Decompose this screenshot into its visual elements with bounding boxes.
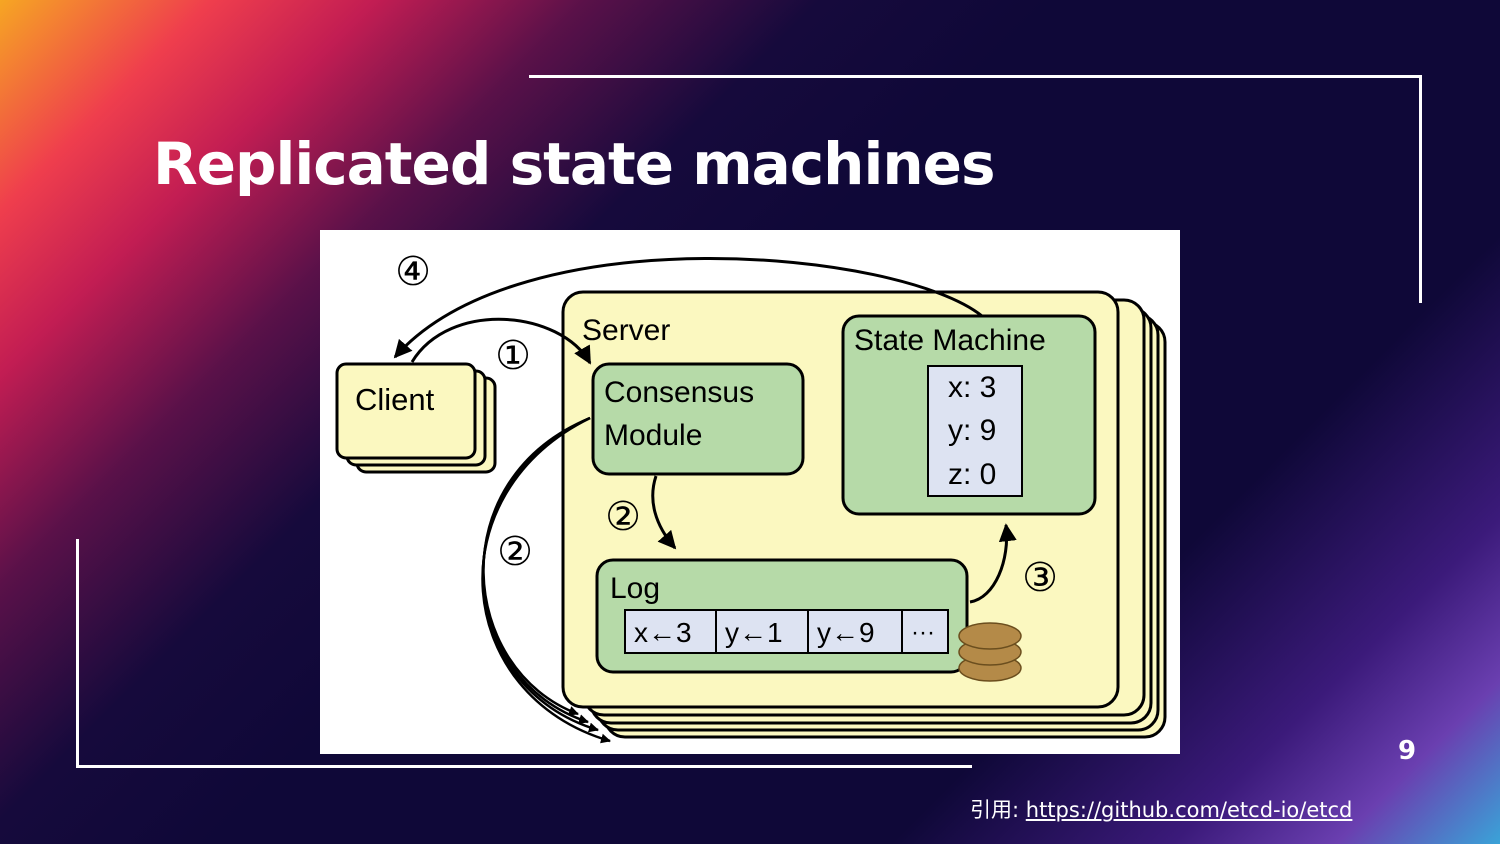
step-marker-1: ① bbox=[495, 333, 531, 379]
arrow-request bbox=[410, 317, 592, 365]
decorative-frame-top bbox=[529, 75, 1422, 303]
step-marker-2-replicate: ② bbox=[497, 529, 533, 575]
log-entries: x←3 y←1 y←9 ··· bbox=[624, 609, 949, 654]
consensus-label-line1: Consensus bbox=[604, 376, 754, 409]
log-entry: x←3 bbox=[634, 617, 692, 648]
consensus-module-box bbox=[591, 362, 805, 476]
citation: 引用: https://github.com/etcd-io/etcd bbox=[970, 794, 1352, 824]
flow-arrows bbox=[393, 257, 1017, 604]
log-entry: y←1 bbox=[725, 617, 783, 648]
arrow-apply bbox=[969, 523, 1017, 604]
client-label: Client bbox=[355, 382, 435, 417]
consensus-label-line2: Module bbox=[604, 419, 702, 452]
log-label: Log bbox=[610, 572, 660, 605]
step-marker-2-log: ② bbox=[605, 494, 641, 540]
log-entry: ··· bbox=[911, 619, 935, 646]
step-marker-3: ③ bbox=[1022, 555, 1058, 601]
state-machine-label: State Machine bbox=[854, 324, 1046, 357]
state-values-box bbox=[927, 365, 1023, 497]
replicated-state-machine-diagram: Server Client Consensus Module State Mac… bbox=[320, 230, 1180, 754]
arrow-append-log bbox=[651, 475, 677, 550]
step-markers: ④ ① ② ② ③ bbox=[395, 249, 1058, 601]
arrow-response bbox=[393, 257, 983, 359]
slide-title: Replicated state machines bbox=[153, 130, 995, 198]
state-value-y: y: 9 bbox=[948, 414, 996, 447]
disk-storage-icon bbox=[958, 622, 1022, 682]
citation-prefix: 引用: bbox=[970, 798, 1026, 822]
client-stack bbox=[335, 362, 497, 474]
page-number: 9 bbox=[1398, 736, 1417, 766]
state-value-z: z: 0 bbox=[948, 458, 996, 491]
state-value-x: x: 3 bbox=[948, 371, 996, 404]
log-entry: y←9 bbox=[817, 617, 875, 648]
client-box bbox=[335, 362, 477, 460]
server-label: Server bbox=[582, 314, 670, 347]
citation-link[interactable]: https://github.com/etcd-io/etcd bbox=[1025, 798, 1353, 822]
decorative-frame-bottom bbox=[76, 539, 972, 768]
replication-arrows bbox=[481, 416, 611, 744]
step-marker-4: ④ bbox=[395, 249, 431, 295]
